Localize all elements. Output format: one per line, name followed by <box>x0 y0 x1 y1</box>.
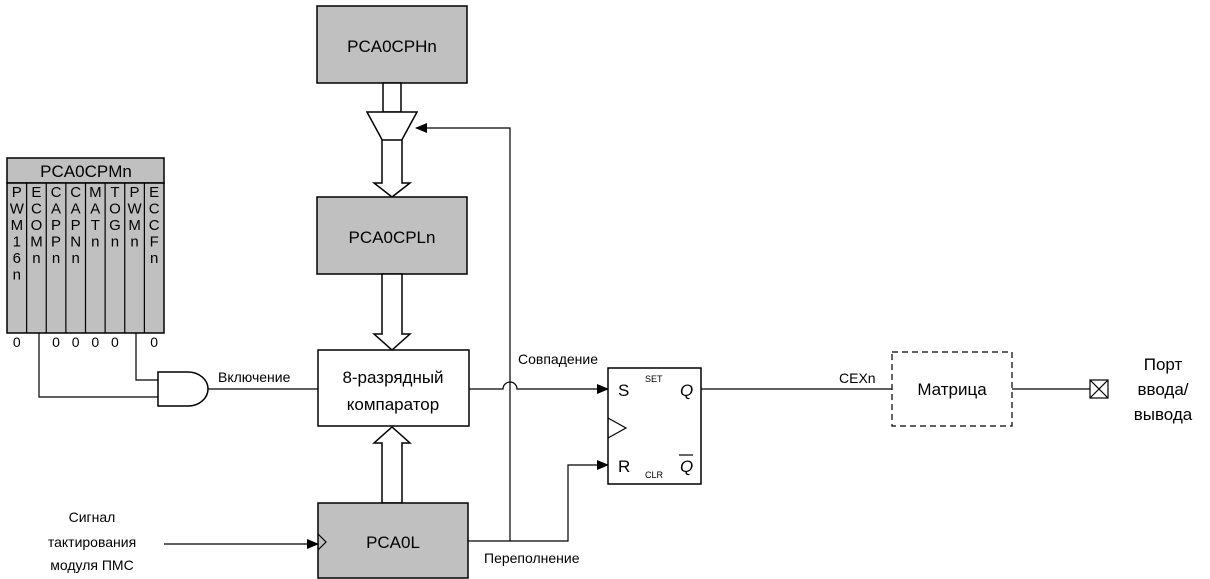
ff-r-label: R <box>618 457 630 476</box>
register-bit-char: C <box>149 217 160 234</box>
register-pca0cpmn: PCA0CPMn PWM16nECOMnCAPPnCAPNnMATnTOGnPW… <box>6 157 165 350</box>
register-bit-char: T <box>91 217 100 234</box>
port-label-line1: Порт <box>1144 355 1183 374</box>
comparator-label-line2: компаратор <box>347 395 439 414</box>
register-bit-char: n <box>130 234 138 251</box>
clock-label-line3: модуля ПМС <box>50 557 133 573</box>
cexn-label: CEXn <box>839 370 876 386</box>
register-bit-value: 0 <box>52 334 60 350</box>
register-bit-char: C <box>70 184 81 201</box>
port-label-line3: вывода <box>1134 405 1193 424</box>
register-bit-char: M <box>128 217 141 234</box>
wire-pwmn-to-and <box>135 333 158 381</box>
register-bit-char: T <box>110 184 119 201</box>
clock-label-line2: тактирования <box>48 534 136 550</box>
register-bit-char: n <box>52 250 60 267</box>
enable-label: Включение <box>218 369 291 385</box>
register-bit-char: W <box>127 201 142 218</box>
register-bit-value: 0 <box>72 334 80 350</box>
pca0cphn-block: PCA0CPHn <box>316 5 468 84</box>
register-bit-char: M <box>30 234 43 251</box>
register-bit-char: n <box>91 234 99 251</box>
register-bit-char: n <box>111 234 119 251</box>
register-bit-char: P <box>51 217 61 234</box>
register-bit-char: W <box>10 201 25 218</box>
port-pin-icon <box>1089 379 1109 399</box>
register-bit-value: 0 <box>111 334 119 350</box>
register-bit-char: A <box>90 201 100 218</box>
register-bit-char: P <box>71 217 81 234</box>
register-bit-char: P <box>12 184 22 201</box>
ff-s-label: S <box>618 381 629 400</box>
matrix-block: Матрица <box>891 351 1013 427</box>
register-bit-char: N <box>70 234 81 251</box>
clock-input-notch <box>317 533 327 551</box>
register-bit-char: A <box>51 201 61 218</box>
ff-set-label: SET <box>645 374 663 384</box>
clock-label-line1: Сигнал <box>69 509 116 525</box>
register-bit-char: 1 <box>13 234 21 251</box>
ff-clock-triangle <box>607 417 628 439</box>
register-bit-char: E <box>149 184 159 201</box>
register-bit-char: n <box>72 250 80 267</box>
comparator-block: 8-разрядный компаратор <box>317 349 470 427</box>
register-bit-char: n <box>150 250 158 267</box>
wire-match <box>469 381 609 394</box>
register-bit-char: O <box>31 217 43 234</box>
ff-q-label: Q <box>680 381 693 400</box>
pca0cpln-label: PCA0CPLn <box>349 228 436 247</box>
ff-qbar-label: Q <box>680 457 693 476</box>
pca0l-label: PCA0L <box>366 533 420 552</box>
bus-arrow-cphn-buffer <box>382 82 402 113</box>
register-bit-char: C <box>149 201 160 218</box>
port-label-line2: ввода/ <box>1137 380 1188 399</box>
match-label: Совпадение <box>518 351 598 367</box>
pca0l-block: PCA0L <box>317 502 469 579</box>
register-bit-char: F <box>150 234 159 251</box>
register-bit-char: P <box>130 184 140 201</box>
bus-arrow-cpln-comparator <box>372 273 412 352</box>
register-bit-char: 6 <box>13 250 21 267</box>
register-bit-char: M <box>11 217 24 234</box>
matrix-label: Матрица <box>917 380 987 399</box>
register-bit-char: A <box>71 201 81 218</box>
register-bit-char: n <box>32 250 40 267</box>
register-bit-char: M <box>89 184 102 201</box>
register-bit-char: G <box>109 217 121 234</box>
register-bit-char: C <box>51 184 62 201</box>
buffer-triangle <box>365 111 419 160</box>
pca0cpln-block: PCA0CPLn <box>316 196 468 275</box>
ff-clr-label: CLR <box>645 470 664 480</box>
register-bit-char: C <box>31 201 42 218</box>
register-title: PCA0CPMn <box>40 162 132 181</box>
register-bit-char: n <box>13 267 21 284</box>
pca0cphn-label: PCA0CPHn <box>347 37 437 56</box>
wire-overflow-reset <box>510 460 609 542</box>
overflow-label: Переполнение <box>484 550 580 566</box>
sr-flipflop: S SET Q R CLR Q <box>607 367 702 485</box>
register-bit-char: O <box>109 201 121 218</box>
register-bit-value: 0 <box>13 334 21 350</box>
wire-overflow-feedback <box>415 123 511 542</box>
and-gate <box>157 371 209 407</box>
register-bit-value: 0 <box>150 334 158 350</box>
wire-ecomn-to-and <box>38 333 158 398</box>
bus-arrow-pca0l-comparator <box>372 425 412 504</box>
register-bit-char: P <box>51 234 61 251</box>
comparator-label-line1: 8-разрядный <box>342 368 443 387</box>
bus-arrow-buffer-cpln <box>371 139 413 198</box>
register-bit-value: 0 <box>91 334 99 350</box>
register-bit-char: E <box>31 184 41 201</box>
